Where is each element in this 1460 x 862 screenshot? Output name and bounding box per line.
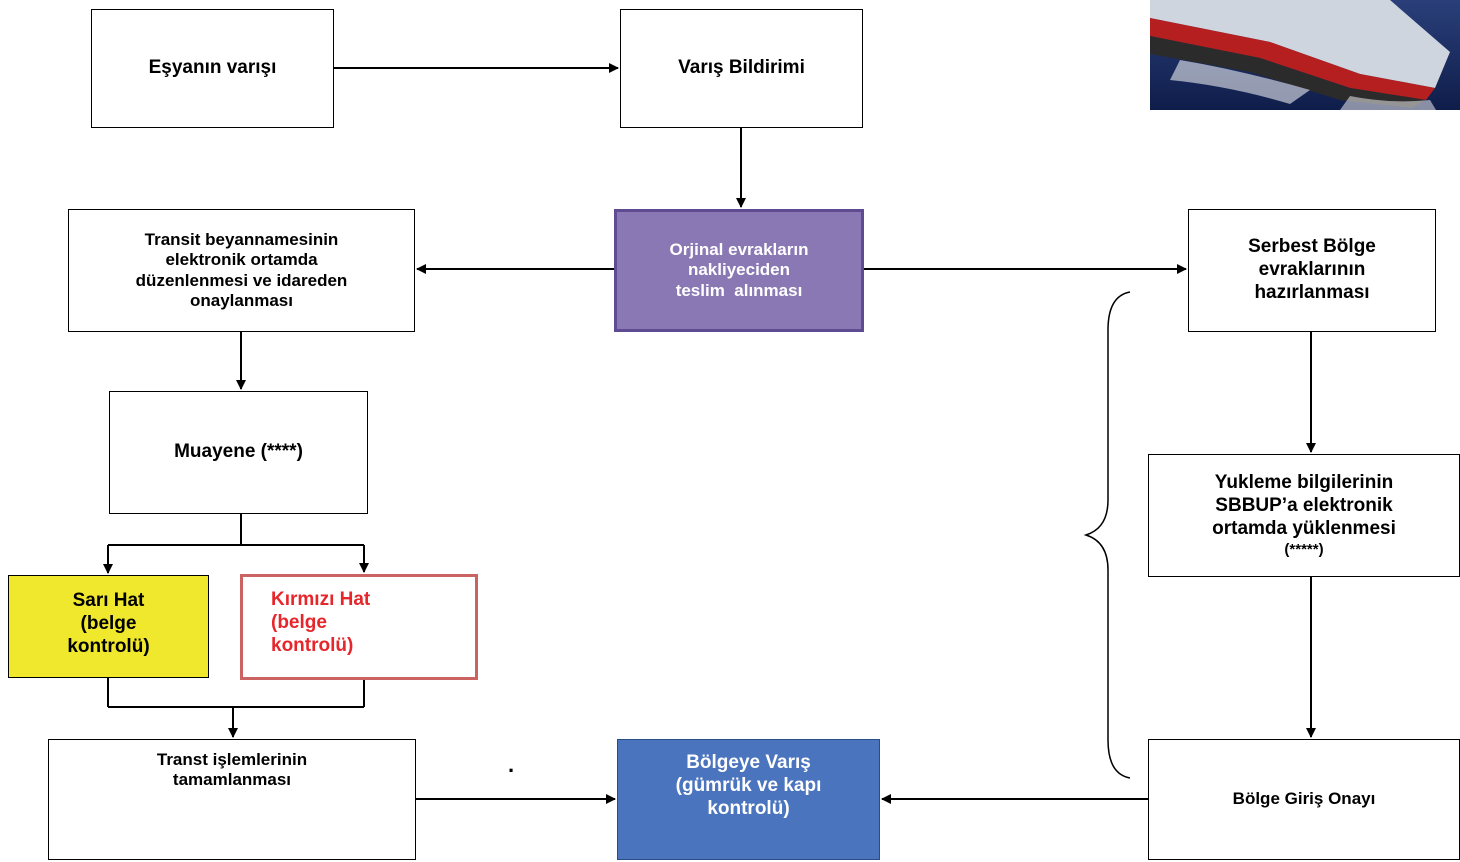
node-text: nakliyeciden (687, 260, 791, 280)
node-original-documents: Orjinal evrakların nakliyeciden teslim a… (614, 209, 864, 332)
curly-brace (1083, 291, 1131, 779)
node-text: Transit beyannamesinin (144, 229, 339, 249)
node-loading-information: Yukleme bilgilerinin SBBUP’a elektronik … (1148, 454, 1460, 577)
node-text: (*****) (1284, 540, 1324, 558)
node-red-line: Kırmızı Hat (belge kontrolü) (240, 574, 478, 680)
node-text: Eşyanın varışı (148, 57, 277, 79)
node-text: Serbest Bölge (1248, 236, 1376, 258)
stray-dot: . (508, 752, 515, 777)
node-inspection: Muayene (****) (109, 391, 368, 514)
node-text: elektronik ortamda (165, 250, 318, 270)
node-text: Muayene (****) (174, 441, 303, 463)
node-text: kontrolü) (67, 635, 150, 657)
node-text: Kırmızı Hat (271, 589, 371, 610)
node-text: tamamlanması (172, 770, 292, 790)
node-text: ortamda yüklenmesi (1212, 517, 1396, 539)
node-text: kontrolü) (707, 797, 790, 819)
node-text: Yukleme bilgilerinin (1214, 472, 1394, 494)
node-text: hazırlanması (1254, 281, 1370, 303)
node-text: teslim alınması (675, 280, 803, 300)
node-free-zone-documents: Serbest Bölge evraklarının hazırlanması (1188, 209, 1436, 332)
node-text: onaylanması (189, 290, 293, 310)
node-text: evraklarının (1258, 259, 1366, 281)
node-text: (gümrük ve kapı (675, 774, 822, 796)
node-text: Sarı Hat (72, 590, 145, 611)
node-zone-arrival: Bölgeye Varış (gümrük ve kapı kontrolü) (617, 739, 880, 860)
node-text: kontrolü) (271, 634, 354, 656)
node-zone-entry-approval: Bölge Giriş Onayı (1148, 739, 1460, 860)
node-text: (belge (271, 611, 327, 633)
node-transit-complete: Transt işlemlerinin tamamlanması (48, 739, 416, 860)
node-text: (belge (80, 612, 137, 634)
node-text: Orjinal evrakların (669, 239, 809, 259)
node-arrival-notification: Varış Bildirimi (620, 9, 863, 128)
node-text: Bölgeye Varış (686, 752, 811, 773)
node-text: Bölge Giriş Onayı (1232, 789, 1376, 809)
node-transit-declaration: Transit beyannamesinin elektronik ortamd… (68, 209, 415, 332)
node-text: SBBUP’a elektronik (1215, 495, 1393, 517)
node-yellow-line: Sarı Hat (belge kontrolü) (8, 575, 209, 678)
node-goods-arrival: Eşyanın varışı (91, 9, 334, 128)
node-text: düzenlenmesi ve idareden (135, 270, 348, 290)
ship-photo (1150, 0, 1460, 110)
node-text: Transt işlemlerinin (156, 750, 308, 769)
node-text: Varış Bildirimi (678, 57, 805, 79)
